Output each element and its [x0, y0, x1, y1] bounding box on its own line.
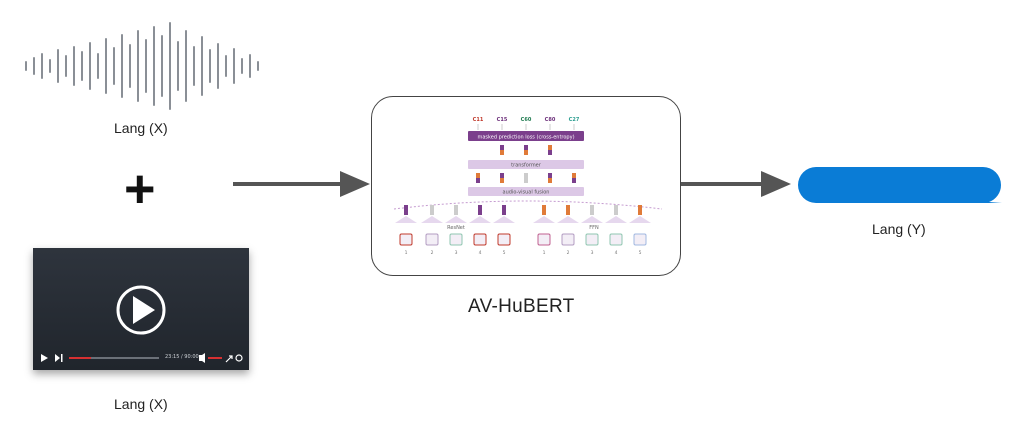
frame-number: 5 [639, 250, 642, 256]
waveform-bar [81, 51, 83, 81]
waveform-bar [137, 30, 139, 102]
input-frame [449, 233, 463, 246]
waveform-bar [25, 61, 27, 71]
volume-bar [208, 357, 222, 359]
input-frame [425, 233, 439, 246]
frame-number: 4 [479, 250, 482, 256]
fusion-text: audio-visual fusion [503, 190, 550, 196]
input-frame [399, 233, 413, 246]
frame-number: 1 [543, 250, 546, 256]
input-frame [633, 233, 647, 246]
waveform-bar [185, 30, 187, 102]
input-arrow-line [233, 182, 345, 186]
waveform-bar [129, 44, 131, 88]
input-frame [609, 233, 623, 246]
plus-symbol: + [124, 159, 156, 219]
input-frame [561, 233, 575, 246]
audio-waveform [25, 20, 260, 112]
transformer-bar [468, 160, 584, 169]
frame-number: 4 [615, 250, 618, 256]
audio-lang-label: Lang (X) [114, 120, 168, 136]
output-speech-bubble [798, 167, 1002, 203]
waveform-bar [145, 39, 147, 93]
waveform-bar [49, 59, 51, 73]
output-lang-label: Lang (Y) [872, 221, 926, 237]
model-name: AV-HuBERT [468, 296, 575, 317]
input-frame [473, 233, 487, 246]
waveform-bar [153, 26, 155, 106]
waveform-bar [105, 38, 107, 94]
fullscreen-icon [225, 355, 233, 363]
waveform-bar [89, 42, 91, 90]
waveform-bar [257, 61, 259, 71]
target-label: C27 [569, 117, 580, 123]
output-arrow-line [681, 182, 765, 186]
waveform-bar [57, 49, 59, 83]
waveform-bar [217, 43, 219, 89]
av-hubert-diagram-box: C11 C15 C60 C80 C27 masked prediction loss (… [371, 96, 681, 276]
frame-number: 5 [503, 250, 506, 256]
architecture-diagram: C11 C15 C60 C80 C27 masked prediction loss (… [393, 117, 663, 256]
input-arrow-head [340, 171, 370, 197]
settings-icon [235, 354, 243, 362]
target-label: C11 [473, 117, 484, 123]
target-label: C60 [521, 117, 532, 123]
input-frame [537, 233, 551, 246]
frame-number: 3 [591, 250, 594, 256]
video-controls [41, 353, 243, 363]
video-thumbnail: 23:15 / 90:00 [33, 248, 249, 370]
audio-branch-text: FFN [589, 225, 599, 231]
waveform-bar [161, 35, 163, 97]
waveform-bar [121, 34, 123, 98]
waveform-bar [249, 54, 251, 78]
waveform-bar [241, 58, 243, 74]
waveform-bar [233, 48, 235, 84]
play-small-icon [41, 354, 48, 362]
waveform-bar [97, 53, 99, 79]
frame-number: 2 [567, 250, 570, 256]
waveform-bar [177, 41, 179, 91]
waveform-bar [41, 53, 43, 79]
waveform-bar [201, 36, 203, 96]
waveform-bar [169, 22, 171, 110]
loss-text: masked prediction loss (cross-entropy) [477, 135, 574, 141]
play-button-icon [116, 285, 166, 335]
waveform-bar [33, 57, 35, 75]
frame-number: 2 [431, 250, 434, 256]
waveform-bar [73, 46, 75, 86]
transformer-text: transformer [511, 163, 542, 169]
video-lang-label: Lang (X) [114, 396, 168, 412]
output-arrow-head [761, 171, 791, 197]
target-label: C15 [497, 117, 508, 123]
waveform-bar [209, 49, 211, 83]
volume-icon [199, 353, 205, 363]
waveform-bar [65, 55, 67, 77]
input-frame [585, 233, 599, 246]
next-icon [55, 354, 60, 362]
input-frame [497, 233, 511, 246]
loss-bar [468, 131, 584, 141]
waveform-bar [225, 55, 227, 77]
video-time: 23:15 / 90:00 [165, 354, 199, 360]
visual-branch-text: ResNet [447, 225, 465, 231]
frame-number: 1 [405, 250, 408, 256]
fusion-bar [468, 187, 584, 196]
waveform-bar [193, 46, 195, 86]
frame-number: 3 [455, 250, 458, 256]
target-label: C80 [545, 117, 556, 123]
waveform-bar [113, 47, 115, 85]
